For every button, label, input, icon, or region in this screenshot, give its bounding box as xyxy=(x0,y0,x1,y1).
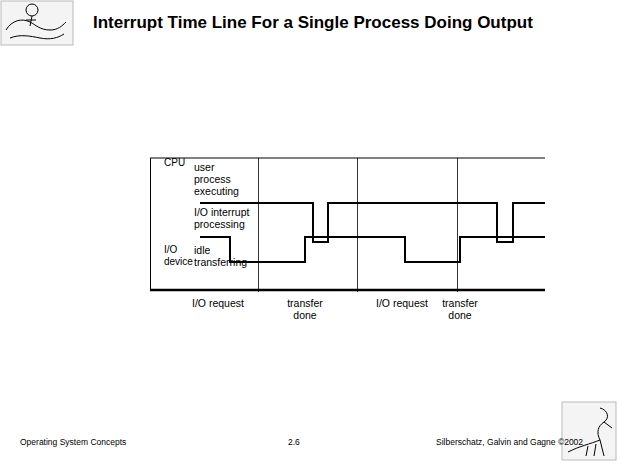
signal-name: I/O device xyxy=(164,244,192,267)
event-label: transfer done xyxy=(432,297,488,321)
footer-text: Silberschatz, Galvin and Gagne ©2002 xyxy=(436,438,616,448)
io-waveform xyxy=(200,237,545,262)
page-number: 2.6 xyxy=(288,438,328,448)
level-label: user process executing xyxy=(194,161,248,197)
grid-line xyxy=(357,158,358,292)
grid-line xyxy=(258,158,259,292)
footer-text: Operating System Concepts xyxy=(20,438,180,448)
level-label: I/O interrupt processing xyxy=(194,206,266,230)
level-label: idle xyxy=(194,244,254,256)
grid-line xyxy=(457,158,458,292)
level-label: transferring xyxy=(194,256,274,268)
dinosaur-icon xyxy=(562,402,616,460)
frame-line xyxy=(150,158,545,159)
event-label: I/O request xyxy=(376,297,428,309)
dinosaur-icon xyxy=(1,1,73,45)
slide-title: Interrupt Time Line For a Single Process… xyxy=(93,13,618,33)
event-label: I/O request xyxy=(192,297,244,309)
frame-line xyxy=(150,158,151,290)
signal-name: CPU xyxy=(164,157,194,169)
time-axis xyxy=(150,289,545,292)
event-label: transfer done xyxy=(277,297,333,321)
